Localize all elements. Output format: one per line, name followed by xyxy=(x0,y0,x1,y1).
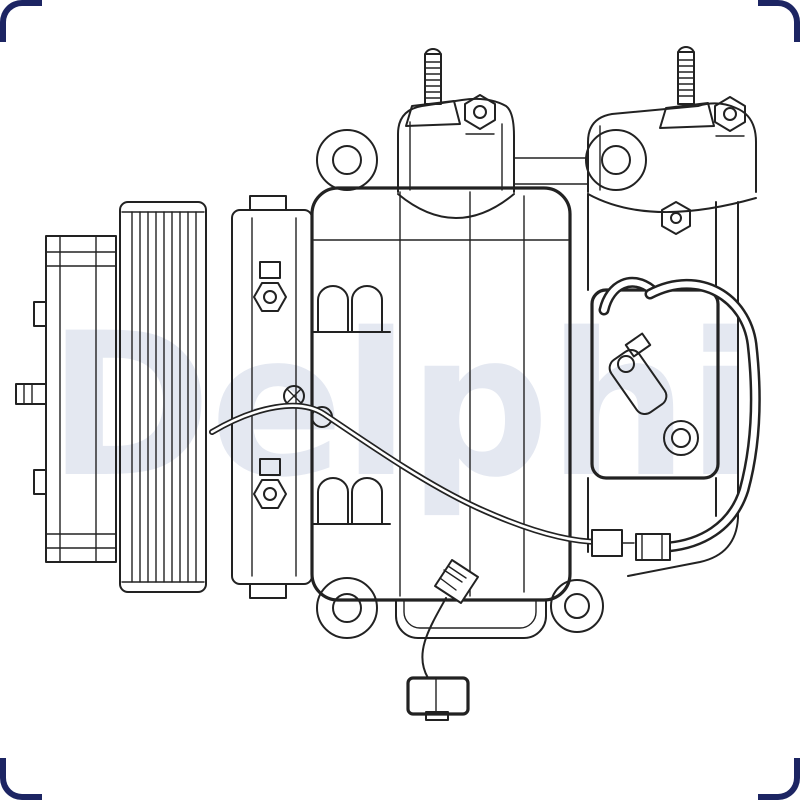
frame-corner-bottom-right xyxy=(758,758,800,800)
manifold-block xyxy=(590,288,720,480)
mounting-stud-left xyxy=(424,48,442,105)
pulley xyxy=(119,201,207,593)
electrical-connector xyxy=(406,676,470,721)
hose-fitting xyxy=(635,533,671,561)
hose-main xyxy=(635,278,761,561)
bracket-link-plate xyxy=(513,157,589,185)
compressor-body xyxy=(283,186,572,602)
hex-nut-left xyxy=(464,94,496,135)
hub-bolt xyxy=(15,383,47,405)
service-port xyxy=(663,420,699,456)
housing-bolt-upper xyxy=(253,261,287,312)
sensor xyxy=(434,559,479,604)
bracket-left xyxy=(397,48,515,219)
rear-housing xyxy=(587,193,739,577)
sensor-wire xyxy=(421,597,447,679)
frame-corner-top-right xyxy=(758,0,800,42)
mounting-lug-bottom-left xyxy=(316,577,378,639)
housing-bolt-lower xyxy=(253,458,287,509)
frame-corner-top-left xyxy=(0,0,42,42)
crossover-pipe xyxy=(209,402,635,557)
mounting-stud-right xyxy=(677,46,695,105)
hex-nut-right xyxy=(714,96,746,137)
control-valve xyxy=(608,332,668,416)
bracket-right xyxy=(585,46,757,235)
mounting-lug-top xyxy=(316,129,378,191)
sump xyxy=(395,599,547,639)
pipe-fitting xyxy=(591,529,623,557)
hose-upper xyxy=(598,276,658,316)
clutch-hub xyxy=(15,235,117,563)
brand-watermark: Delphi xyxy=(47,290,754,521)
front-housing xyxy=(231,195,313,599)
mounting-lug-bottom-right xyxy=(550,579,604,633)
frame-corner-bottom-left xyxy=(0,758,42,800)
hex-plug xyxy=(661,201,691,235)
